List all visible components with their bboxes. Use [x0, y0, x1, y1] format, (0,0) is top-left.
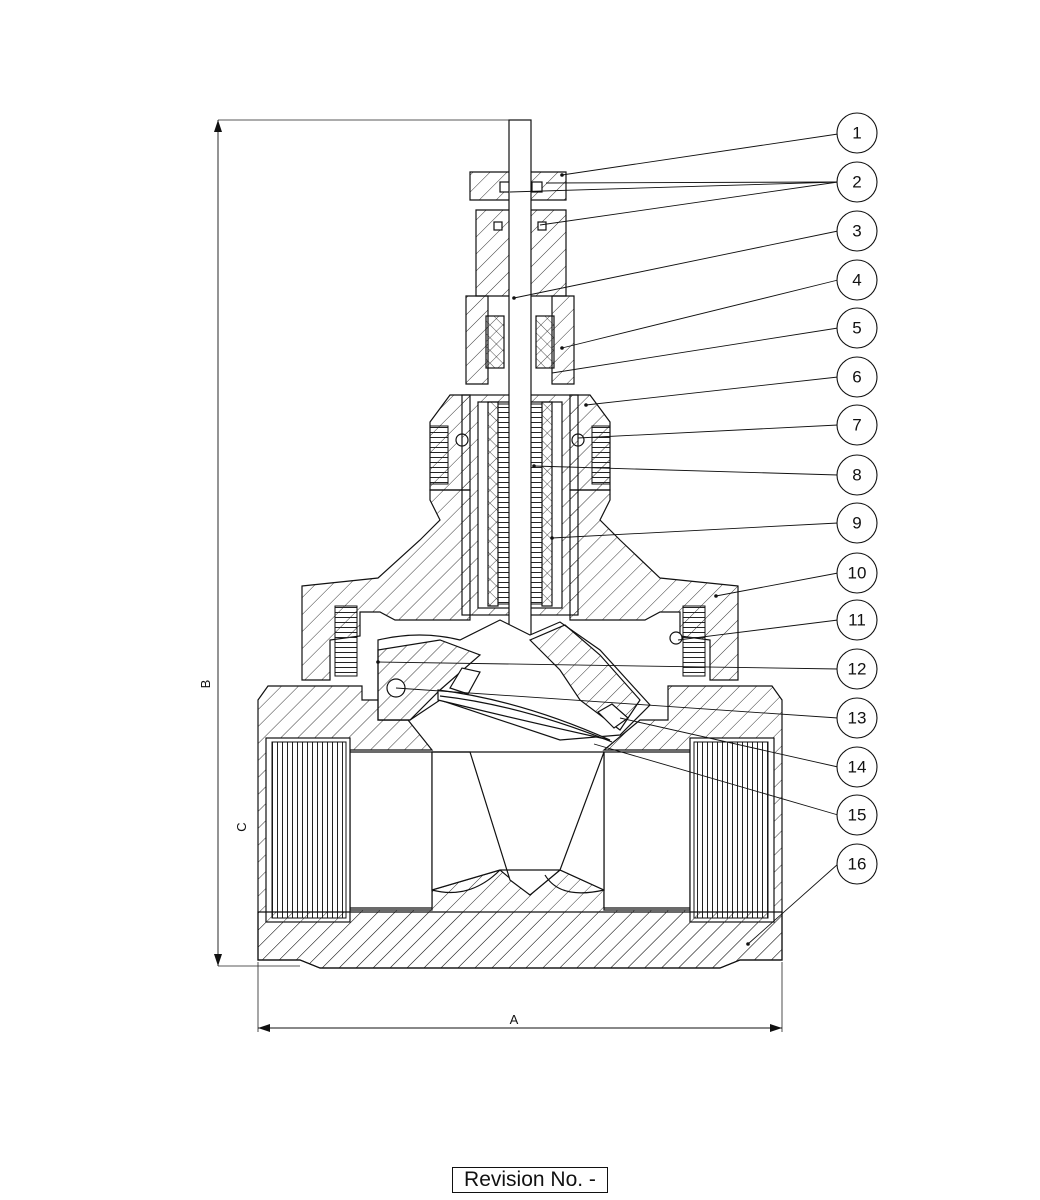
callout-6: 6 [836, 356, 878, 398]
callout-2: 2 [836, 161, 878, 203]
callout-9: 9 [836, 502, 878, 544]
callout-11-label: 11 [848, 611, 866, 630]
dimension-a [257, 962, 783, 1032]
callout-14: 14 [836, 746, 878, 788]
gland-nut [429, 394, 611, 491]
callout-7-label: 7 [852, 416, 861, 435]
callout-8-label: 8 [852, 466, 861, 485]
callout-9-label: 9 [852, 514, 861, 533]
dim-label-c: C [234, 822, 249, 831]
callout-5-label: 5 [852, 319, 861, 338]
callout-11: 11 [836, 599, 878, 641]
callout-7: 7 [836, 404, 878, 446]
leader-lines [376, 133, 839, 946]
dimension-b [214, 119, 509, 967]
callout-15-label: 15 [848, 806, 867, 825]
disc-assembly [377, 619, 651, 743]
callout-16-label: 16 [848, 855, 867, 874]
callout-1: 1 [836, 112, 878, 154]
stem [508, 119, 532, 656]
revision-label: Revision No. - [452, 1167, 608, 1193]
callout-4-label: 4 [852, 271, 861, 290]
callout-8: 8 [836, 454, 878, 496]
callout-15: 15 [836, 794, 878, 836]
callout-5: 5 [836, 307, 878, 349]
callout-14-label: 14 [848, 758, 867, 777]
callout-2-label: 2 [852, 173, 861, 192]
callout-12: 12 [836, 648, 878, 690]
callout-6-label: 6 [852, 368, 861, 387]
callout-10-label: 10 [848, 564, 867, 583]
dim-label-b: B [198, 680, 213, 689]
callout-3: 3 [836, 210, 878, 252]
callout-3-label: 3 [852, 222, 861, 241]
valve-body [257, 685, 783, 969]
dim-label-a: A [510, 1012, 519, 1027]
callout-13: 13 [836, 697, 878, 739]
callout-12-label: 12 [848, 660, 867, 679]
callout-13-label: 13 [848, 709, 867, 728]
bonnet [301, 489, 739, 681]
callout-1-label: 1 [852, 124, 861, 143]
callout-10: 10 [836, 552, 878, 594]
callout-4: 4 [836, 259, 878, 301]
callout-16: 16 [836, 843, 878, 885]
